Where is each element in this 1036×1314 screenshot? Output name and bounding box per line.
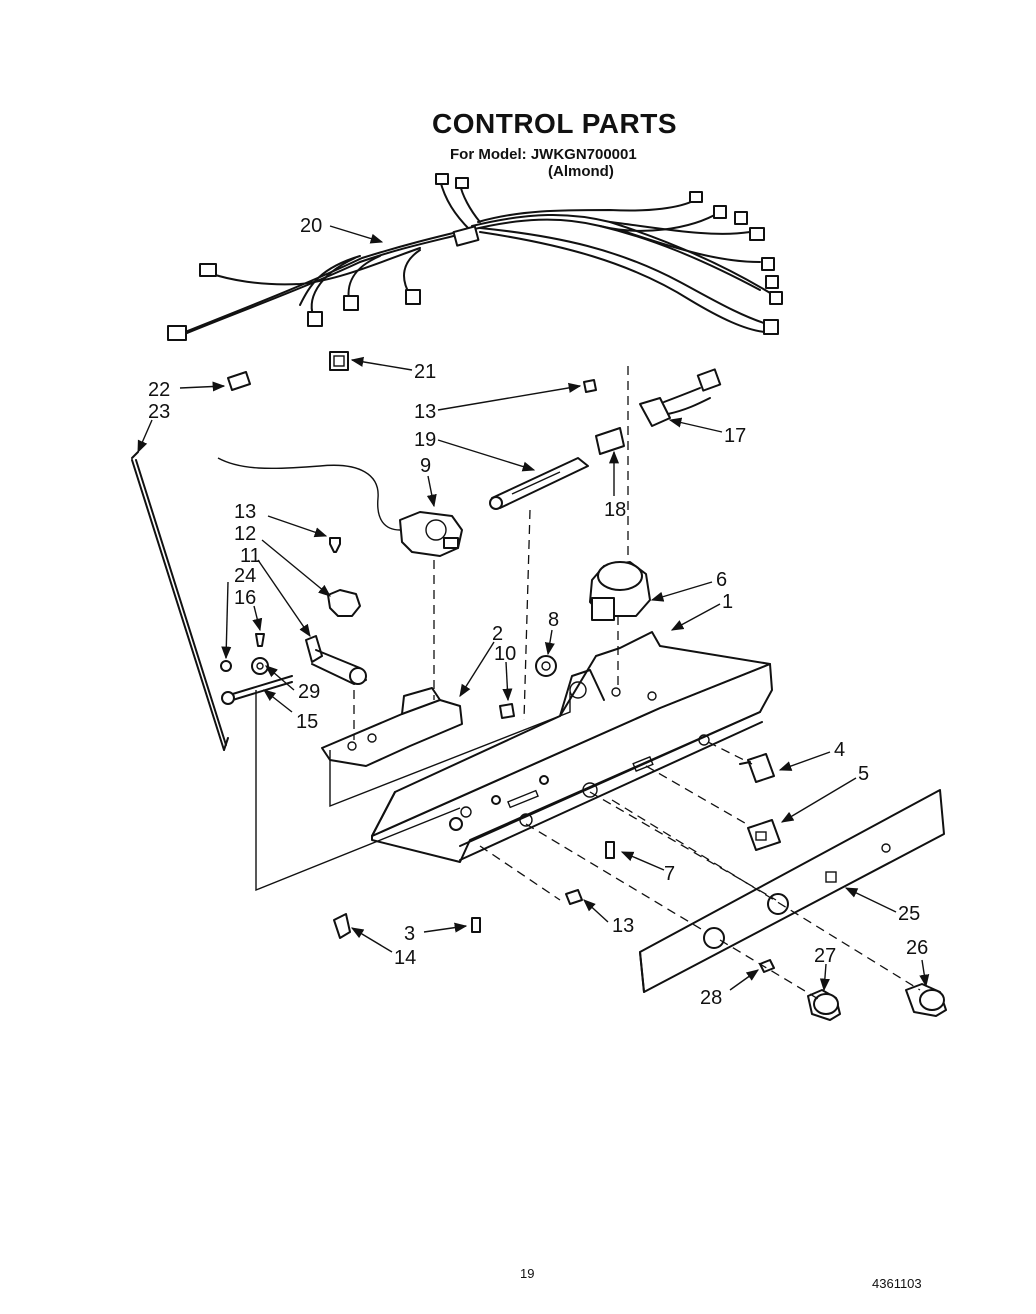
wiring-harness: [167, 173, 783, 341]
switch-4: [739, 753, 775, 783]
bracket-22: [227, 371, 251, 391]
control-panel-25: [639, 789, 945, 993]
label-6: 6: [716, 569, 727, 591]
label-5: 5: [858, 763, 869, 785]
label-17: 17: [724, 425, 746, 447]
label-4: 4: [834, 739, 845, 761]
label-21: 21: [414, 361, 436, 383]
label-13-top: 13: [414, 401, 436, 423]
label-22: 22: [148, 379, 170, 401]
label-3: 3: [404, 923, 415, 945]
label-10: 10: [494, 643, 516, 665]
control-rod-23: [131, 451, 229, 751]
temperature-control-9: [217, 457, 463, 557]
label-24: 24: [234, 565, 256, 587]
page-title: CONTROL PARTS: [432, 108, 678, 139]
label-12: 12: [234, 523, 256, 545]
light-assembly: [489, 368, 722, 510]
label-20: 20: [300, 215, 322, 237]
label-27: 27: [814, 945, 836, 967]
label-26: 26: [906, 937, 928, 959]
switch-5: [747, 819, 781, 851]
label-1: 1: [722, 591, 733, 613]
label-16: 16: [234, 587, 256, 609]
knob-26: [905, 983, 947, 1017]
document-number: 4361103: [872, 1276, 922, 1291]
label-9: 9: [420, 455, 431, 477]
label-13-left: 13: [234, 501, 256, 523]
label-14: 14: [394, 947, 416, 969]
screw-10: [499, 703, 515, 719]
left-small-parts: [220, 537, 367, 705]
wire-clip-21: [329, 351, 349, 371]
clip-28: [759, 959, 775, 973]
assembly-lines: [255, 366, 921, 1001]
leader-lines: [137, 225, 930, 992]
fasteners: [333, 841, 615, 939]
label-29: 29: [298, 681, 320, 703]
label-25: 25: [898, 903, 920, 925]
label-7: 7: [664, 863, 675, 885]
label-19: 19: [414, 429, 436, 451]
page-number: 19: [520, 1266, 535, 1281]
label-11: 11: [240, 545, 261, 567]
knob-27: [807, 989, 841, 1021]
part-number-labels: 20 21 22 23 13 19 17 9 18 13 12 11 24 16…: [148, 215, 928, 1009]
thermostat-6: [589, 561, 651, 621]
label-23: 23: [148, 401, 170, 423]
color-line: (Almond): [548, 163, 614, 180]
model-line: For Model: JWKGN700001: [450, 146, 637, 163]
label-28: 28: [700, 987, 722, 1009]
label-2: 2: [492, 623, 503, 645]
mounting-bracket-2: [321, 687, 463, 767]
label-13-bottom: 13: [612, 915, 634, 937]
control-housing-1: [371, 631, 773, 863]
label-18: 18: [604, 499, 626, 521]
label-15: 15: [296, 711, 318, 733]
grommet-8: [535, 655, 557, 677]
label-8: 8: [548, 609, 559, 631]
